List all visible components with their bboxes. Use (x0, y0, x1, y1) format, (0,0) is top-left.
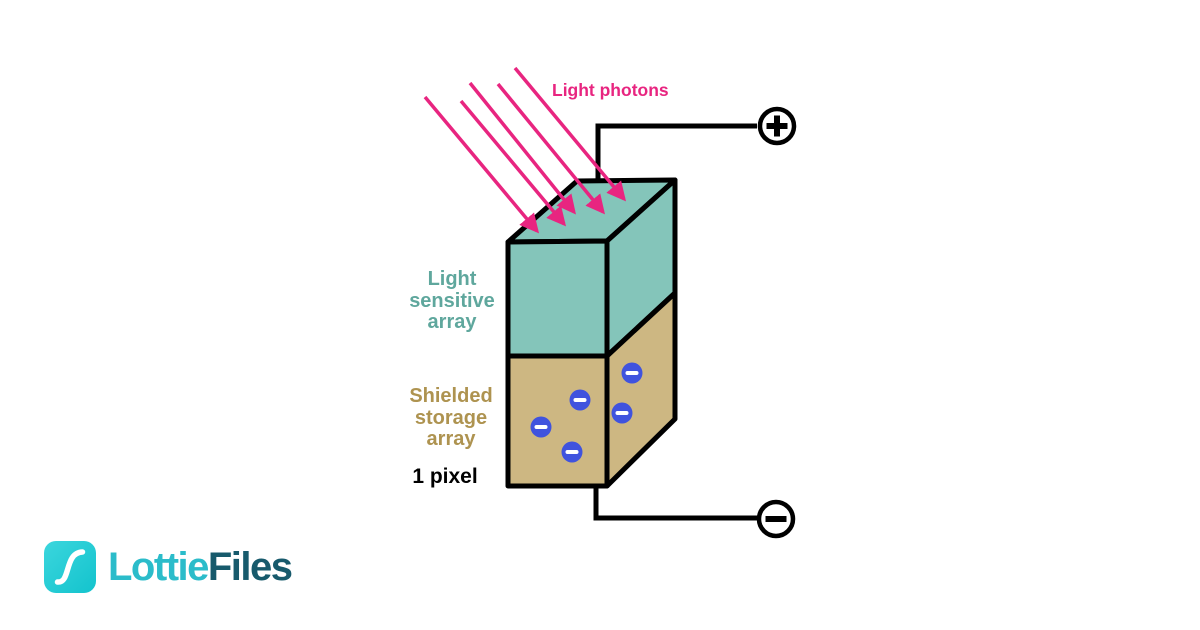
light-photons-label: Light photons (552, 80, 669, 100)
negative-terminal (756, 499, 796, 539)
electron-minus-icon (534, 425, 548, 429)
light-sensitive-array-label: Light sensitive array (409, 268, 495, 333)
photon-arrow (459, 99, 567, 227)
one-pixel-label: 1 pixel (412, 465, 478, 488)
electron (530, 416, 552, 438)
shielded-storage-array-label: Shielded storage array (409, 385, 493, 450)
photon-arrow (423, 95, 540, 234)
negative-wire (593, 484, 759, 521)
electron (621, 362, 643, 384)
electron-minus-icon (573, 398, 587, 402)
logo-word-files: Files (207, 545, 293, 589)
logo-word-lottie: Lottie (108, 545, 209, 589)
positive-terminal (757, 106, 797, 146)
photon-arrow (468, 81, 576, 215)
lottiefiles-motion-curve-icon (44, 541, 96, 593)
electron-minus-icon (615, 411, 629, 415)
electrons-group (530, 362, 643, 463)
electron (561, 441, 583, 463)
photon-arrow (496, 82, 605, 215)
electron (569, 389, 591, 411)
electron (611, 402, 633, 424)
motion-curve (54, 549, 86, 585)
logo-wordmark: LottieFiles (108, 541, 293, 593)
electron-minus-icon (625, 371, 639, 375)
lottiefiles-logo: LottieFiles (44, 541, 293, 593)
photon-arrow (513, 66, 627, 202)
electron-minus-icon (565, 450, 579, 454)
photon-arrows-group (423, 66, 627, 234)
